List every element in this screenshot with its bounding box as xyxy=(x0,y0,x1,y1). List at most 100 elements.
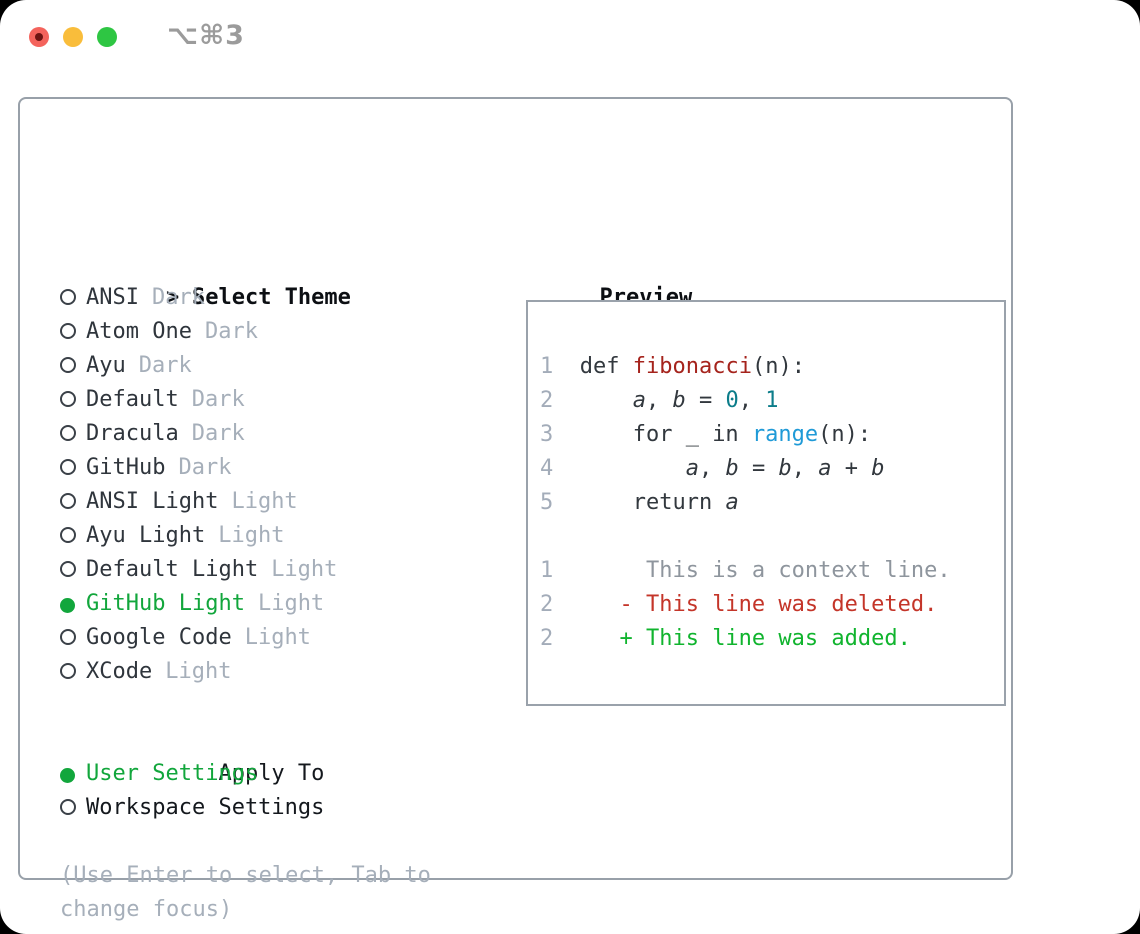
theme-name: Google Code xyxy=(86,625,232,650)
code-token: a xyxy=(818,456,832,481)
apply-to-option[interactable]: User Settings xyxy=(60,757,500,791)
theme-variant: Dark xyxy=(204,319,258,344)
theme-name: Atom One xyxy=(86,319,192,344)
code-line: 1 def fibonacci(n): xyxy=(540,350,1004,384)
radio-icon xyxy=(60,527,76,543)
apply-to-title: Apply To xyxy=(218,761,325,786)
cursor-icon: > xyxy=(165,285,180,310)
radio-icon xyxy=(60,391,76,407)
theme-option[interactable]: XCode Light xyxy=(60,655,500,689)
theme-name: Ayu Light xyxy=(86,523,206,548)
theme-variant: Light xyxy=(257,591,325,616)
code-token: + This line was added. xyxy=(553,626,911,651)
radio-icon xyxy=(60,799,76,815)
code-token: , xyxy=(791,456,819,481)
apply-to-header: Apply To xyxy=(60,723,500,786)
close-button-icon[interactable] xyxy=(29,27,49,47)
radio-gutter xyxy=(60,485,86,519)
radio-gutter xyxy=(60,349,86,383)
theme-option[interactable]: ANSI Light Light xyxy=(60,485,500,519)
theme-variant: Light xyxy=(165,659,232,684)
line-number: 1 xyxy=(540,354,554,379)
theme-variant: Light xyxy=(218,523,285,548)
hint-line: (Use Enter to select, Tab to xyxy=(60,863,431,888)
minimize-button-icon[interactable] xyxy=(63,27,83,47)
line-number: 5 xyxy=(540,490,554,515)
radio-gutter xyxy=(60,587,86,621)
preview-header: Preview xyxy=(520,247,692,310)
theme-option[interactable]: Google Code Light xyxy=(60,621,500,655)
radio-icon xyxy=(60,493,76,509)
code-token: a xyxy=(685,456,699,481)
radio-gutter xyxy=(60,451,86,485)
code-token: b xyxy=(871,456,885,481)
theme-variant: Dark xyxy=(191,421,245,446)
code-token: , xyxy=(698,456,726,481)
theme-option[interactable]: Atom One Dark xyxy=(60,315,500,349)
apply-option-label: User Settings xyxy=(86,761,259,786)
radio-gutter xyxy=(60,281,86,315)
select-theme-header: >Select Theme xyxy=(60,247,500,310)
radio-gutter xyxy=(60,417,86,451)
theme-name: Default Light xyxy=(86,557,259,582)
code-token: fibonacci xyxy=(632,354,752,379)
code-token: a xyxy=(632,388,646,413)
theme-variant: Light xyxy=(271,557,338,582)
line-number: 3 xyxy=(540,422,554,447)
radio-gutter xyxy=(60,791,86,825)
theme-option[interactable]: GitHub Light Light xyxy=(60,587,500,621)
theme-option[interactable]: Ayu Dark xyxy=(60,349,500,383)
theme-name: GitHub Light xyxy=(86,591,245,616)
apply-to-option[interactable]: Workspace Settings xyxy=(60,791,500,825)
code-token: a xyxy=(725,490,739,515)
code-token: for _ in xyxy=(553,422,752,447)
theme-name: XCode xyxy=(86,659,153,684)
close-dot-icon xyxy=(35,33,43,41)
radio-icon xyxy=(60,323,76,339)
theme-variant: Light xyxy=(231,489,298,514)
theme-variant: Dark xyxy=(151,285,205,310)
code-token: 0 xyxy=(725,388,739,413)
radio-icon xyxy=(60,561,76,577)
code-token xyxy=(553,388,632,413)
theme-option[interactable]: Ayu Light Light xyxy=(60,519,500,553)
code-token: , xyxy=(738,388,766,413)
code-token: , xyxy=(645,388,673,413)
theme-variant: Dark xyxy=(191,387,245,412)
radio-gutter xyxy=(60,553,86,587)
code-token: 1 xyxy=(765,388,779,413)
radio-gutter xyxy=(60,621,86,655)
zoom-button-icon[interactable] xyxy=(97,27,117,47)
code-line: 3 for _ in range(n): xyxy=(540,418,1004,452)
code-token: - This line was deleted. xyxy=(553,592,938,617)
theme-name: ANSI Light xyxy=(86,489,219,514)
theme-variant: Light xyxy=(244,625,311,650)
code-token: (n): xyxy=(751,354,805,379)
blank-line xyxy=(540,520,1004,554)
theme-variant: Dark xyxy=(178,455,232,480)
theme-name: Ayu xyxy=(86,353,126,378)
theme-option[interactable]: GitHub Dark xyxy=(60,451,500,485)
line-number: 2 xyxy=(540,592,554,617)
code-token: b xyxy=(725,456,739,481)
theme-variant: Dark xyxy=(138,353,192,378)
radio-icon xyxy=(60,357,76,373)
radio-icon xyxy=(60,289,76,305)
theme-name: GitHub xyxy=(86,455,166,480)
apply-option-label: Workspace Settings xyxy=(86,795,325,820)
code-token xyxy=(553,456,685,481)
code-token: b xyxy=(672,388,686,413)
window-title: ⌥⌘3 xyxy=(167,20,245,51)
radio-selected-icon xyxy=(60,768,75,783)
theme-option[interactable]: Default Light Light xyxy=(60,553,500,587)
code-line: 4 a, b = b, a + b xyxy=(540,452,1004,486)
